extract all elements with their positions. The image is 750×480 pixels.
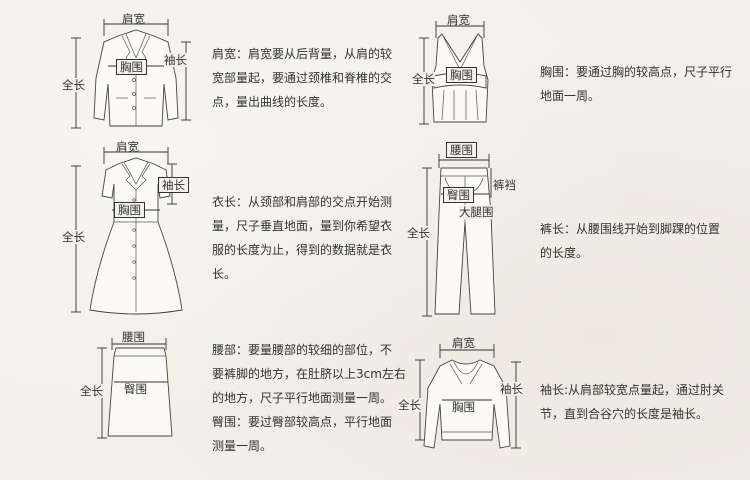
dress-desc-line: 量，尺子垂直地面，量到你希望衣	[212, 219, 393, 233]
pants-desc-line: 的长度。	[540, 246, 589, 260]
skirt-figure: 腰围 臀围 全长	[78, 326, 188, 446]
skirt-waist-desc-line: 腰部：要量腰部的较细的部位，不	[212, 343, 393, 357]
dress-sleeve-label: 袖长	[158, 177, 189, 193]
pants-thigh-label: 大腿围	[459, 205, 494, 219]
vest-shoulder-label: 肩宽	[447, 13, 470, 27]
jacket-drawing	[71, 19, 191, 129]
jacket-desc-line: 肩宽：肩宽要从后背量，从肩的较	[212, 47, 393, 61]
pants-drawing	[422, 154, 496, 317]
jacket-chest-label: 胸围	[116, 59, 147, 75]
jacket-desc-line: 宽部量起，要通过颈椎和脊椎的交	[212, 71, 393, 85]
vest-description: 胸围：要通过胸的较高点，尺子平行 地面一周。	[540, 60, 745, 108]
vest-chest-label: 胸围	[446, 67, 477, 83]
vest-length-label: 全长	[412, 72, 435, 86]
jacket-length-label: 全长	[62, 78, 85, 92]
jacket-desc-line: 点，量出曲线的长度。	[212, 95, 333, 109]
sweater-sleeve-label: 袖长	[500, 382, 523, 396]
vest-desc-line: 地面一周。	[540, 89, 601, 103]
pants-desc-line: 裤长：从腰围线开始到脚踝的位置	[540, 222, 721, 236]
jacket-figure: 肩宽 胸围 全长 袖长	[60, 8, 200, 136]
dress-desc-line: 长。	[212, 267, 237, 281]
sweater-desc-line: 袖长:从肩部较宽点量起，通过肘关	[540, 383, 725, 397]
pants-figure: 腰围 臀围 裤裆 大腿围 全长	[405, 138, 535, 323]
skirt-hip-desc-line: 臀围：要过臀部较高点，平行地面	[212, 415, 393, 429]
skirt-hip-desc-line: 测量一周。	[212, 439, 273, 453]
skirt-length-label: 全长	[80, 384, 103, 398]
dress-drawing	[71, 147, 183, 315]
dress-desc-line: 服的长度为止，得到的数据就是衣	[212, 243, 393, 257]
jacket-description: 肩宽：肩宽要从后背量，从肩的较 宽部量起，要通过颈椎和脊椎的交 点，量出曲线的长…	[212, 42, 412, 114]
dress-desc-line: 衣长：从颈部和肩部的交点开始测	[212, 195, 393, 209]
dress-figure: 肩宽 胸围 全长 袖长	[60, 140, 200, 320]
jacket-sleeve-label: 袖长	[164, 53, 187, 67]
sweater-length-label: 全长	[398, 398, 421, 412]
dress-chest-label: 胸围	[114, 202, 145, 218]
pants-description: 裤长：从腰围线开始到脚踝的位置 的长度。	[540, 217, 745, 265]
pants-hip-label: 臀围	[443, 187, 474, 203]
sweater-chest-label: 胸围	[452, 400, 475, 414]
skirt-hip-label: 臀围	[124, 382, 147, 396]
vest-figure: 肩宽 胸围 全长	[410, 10, 510, 130]
sweater-description: 袖长:从肩部较宽点量起，通过肘关 节，直到合谷穴的长度是袖长。	[540, 378, 745, 426]
pants-crotch-label: 裤裆	[493, 178, 516, 192]
jacket-shoulder-label: 肩宽	[122, 12, 145, 26]
skirt-hip-description: 臀围：要过臀部较高点，平行地面 测量一周。	[212, 410, 412, 458]
pants-waist-label: 腰围	[446, 142, 477, 158]
skirt-waist-desc-line: 要裤脚的地方，在肚脐以上3cm左右	[212, 367, 406, 381]
sweater-drawing	[415, 344, 521, 449]
sweater-desc-line: 节，直到合谷穴的长度是袖长。	[540, 407, 709, 421]
vest-desc-line: 胸围：要通过胸的较高点，尺子平行	[540, 65, 733, 79]
sweater-figure: 肩宽 胸围 全长 袖长	[396, 328, 536, 458]
dress-length-label: 全长	[62, 230, 85, 244]
dress-description: 衣长：从颈部和肩部的交点开始测 量，尺子垂直地面，量到你希望衣 服的长度为止，得…	[212, 190, 412, 286]
skirt-waist-label: 腰围	[122, 330, 145, 344]
skirt-waist-desc-line: 的地方，尺子平行地面测量一周。	[212, 391, 393, 405]
dress-shoulder-label: 肩宽	[116, 140, 139, 154]
skirt-waist-description: 腰部：要量腰部的较细的部位，不 要裤脚的地方，在肚脐以上3cm左右 的地方，尺子…	[212, 338, 412, 410]
pants-length-label: 全长	[407, 226, 430, 240]
sweater-shoulder-label: 肩宽	[452, 336, 475, 350]
